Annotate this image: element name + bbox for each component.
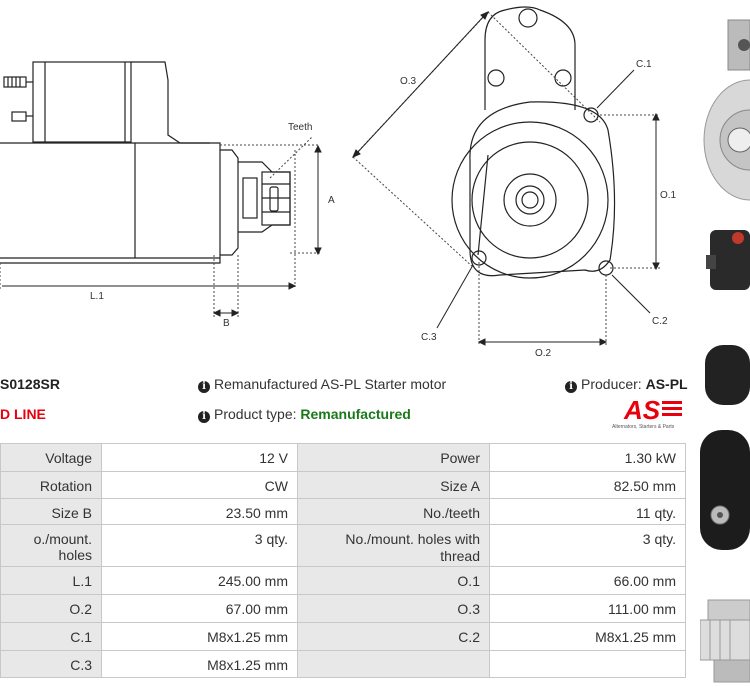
spec-label: O.3 xyxy=(297,594,490,623)
spec-label: Size A xyxy=(297,471,490,499)
spec-value: CW xyxy=(101,471,298,499)
label-o1: O.1 xyxy=(660,190,677,201)
spec-value: 245.00 mm xyxy=(101,566,298,595)
spec-value: 11 qty. xyxy=(489,498,686,525)
spec-value: M8x1.25 mm xyxy=(489,622,686,651)
label-o2: O.2 xyxy=(535,348,552,359)
spec-value: 23.50 mm xyxy=(101,498,298,525)
spec-label: O.1 xyxy=(297,566,490,595)
mount-hole-c3 xyxy=(471,250,487,266)
label-b: B xyxy=(223,318,230,329)
spec-value: 111.00 mm xyxy=(489,594,686,623)
spec-label: Voltage xyxy=(0,443,102,472)
spec-label: L.1 xyxy=(0,566,102,595)
label-l1: L.1 xyxy=(90,291,104,302)
flange-outline xyxy=(469,101,616,277)
spec-value: 3 qty. xyxy=(489,524,686,567)
mounting-ear-top xyxy=(484,6,576,110)
terminal-stud-upper xyxy=(3,76,27,88)
spec-label: Size B xyxy=(0,498,102,525)
end-plate-outer xyxy=(451,121,609,279)
terminal-stud-lower xyxy=(11,111,27,122)
spec-label xyxy=(297,650,490,678)
spec-value: 3 qty. xyxy=(101,524,298,567)
spec-value: 67.00 mm xyxy=(101,594,298,623)
spec-label: C.2 xyxy=(297,622,490,651)
product-code: S0128SR xyxy=(0,376,60,392)
spec-label: No./mount. holes with thread xyxy=(297,524,490,567)
spec-label: C.3 xyxy=(0,650,102,678)
label-teeth: Teeth xyxy=(288,122,312,133)
as-pl-logo: AS xyxy=(623,395,682,425)
spec-label: Rotation xyxy=(0,471,102,499)
spec-value xyxy=(489,650,686,678)
product-photo-side xyxy=(700,345,750,550)
solenoid-outline xyxy=(32,61,132,143)
label-c3: C.3 xyxy=(421,332,437,343)
product-photo-pinion xyxy=(700,599,750,683)
svg-text:AS: AS xyxy=(623,395,661,425)
spec-label: O.2 xyxy=(0,594,102,623)
label-o3: O.3 xyxy=(400,76,417,87)
spec-label: Power xyxy=(297,443,490,472)
housing-outline xyxy=(131,61,210,144)
spec-value: 12 V xyxy=(101,443,298,472)
info-icon: i xyxy=(198,411,210,423)
mount-hole-c1 xyxy=(583,107,599,123)
logo-caption: Alternators, Starters & Parts xyxy=(612,424,675,430)
product-line: D LINE xyxy=(0,406,46,422)
product-photo-front xyxy=(703,19,750,290)
spec-label: o./mount. holes xyxy=(0,524,102,567)
technical-drawing: Teeth A B L.1 O.3 xyxy=(0,6,677,359)
motor-body xyxy=(0,142,221,264)
spec-value: 82.50 mm xyxy=(489,471,686,499)
info-icon: i xyxy=(565,381,577,393)
spec-value: 66.00 mm xyxy=(489,566,686,595)
spec-value: 1.30 kW xyxy=(489,443,686,472)
label-c1: C.1 xyxy=(636,59,652,70)
spec-label: C.1 xyxy=(0,622,102,651)
spec-value: M8x1.25 mm xyxy=(101,650,298,678)
label-c2: C.2 xyxy=(652,316,668,327)
spec-value: M8x1.25 mm xyxy=(101,622,298,651)
spec-label: No./teeth xyxy=(297,498,490,525)
label-a: A xyxy=(328,195,335,206)
info-icon: i xyxy=(198,381,210,393)
